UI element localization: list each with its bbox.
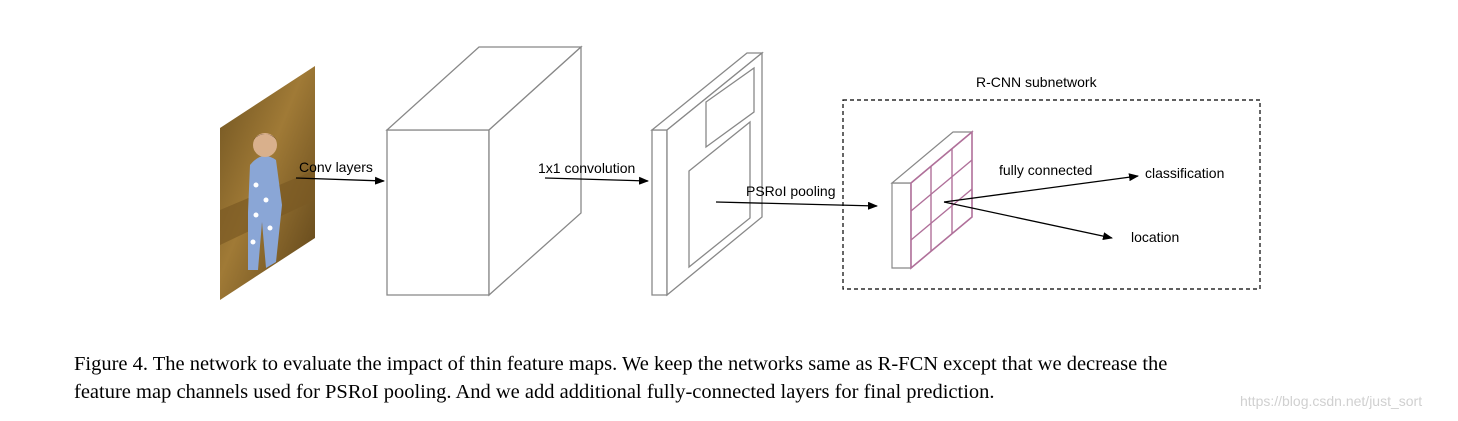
conv1x1-label: 1x1 convolution (538, 160, 635, 176)
pooled-feature-grid (890, 130, 974, 270)
psroi-pooling-arrow (715, 201, 878, 210)
watermark: https://blog.csdn.net/just_sort (1240, 393, 1423, 409)
subnetwork-title: R-CNN subnetwork (976, 74, 1098, 90)
caption-line-2: feature map channels used for PSRoI pool… (74, 381, 995, 403)
caption-line-1: Figure 4. The network to evaluate the im… (74, 353, 1168, 375)
input-image (220, 66, 315, 300)
thin-feature-map-block (650, 51, 764, 297)
location-arrow (943, 201, 1113, 241)
conv-feature-block (385, 45, 583, 297)
rcnn-subnetwork-box (842, 99, 1261, 290)
classification-label: classification (1145, 165, 1224, 181)
fully-connected-label: fully connected (999, 162, 1092, 178)
conv-layers-arrow (295, 176, 385, 185)
figure-caption: Figure 4. The network to evaluate the im… (74, 350, 1404, 406)
conv-layers-label: Conv layers (299, 159, 373, 175)
location-label: location (1131, 229, 1179, 245)
psroi-pooling-label: PSRoI pooling (746, 183, 836, 199)
conv1x1-arrow (544, 176, 649, 185)
classification-arrow (943, 173, 1139, 203)
